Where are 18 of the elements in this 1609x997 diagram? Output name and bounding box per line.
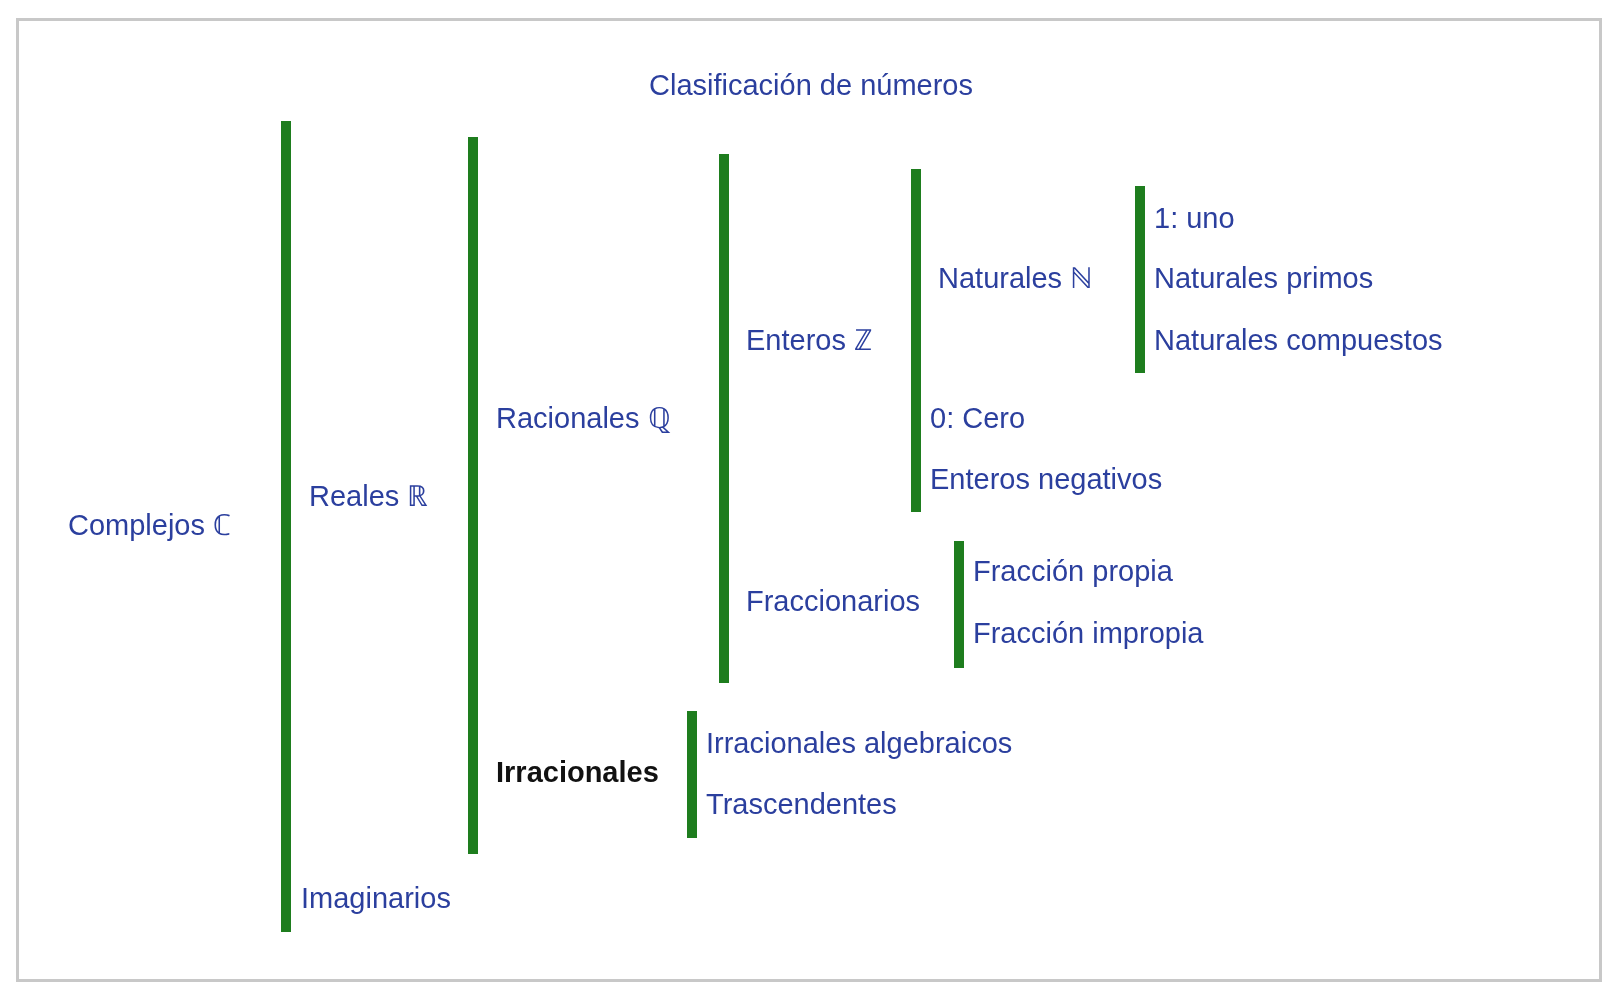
category-label: Enteros ℤ — [746, 323, 872, 357]
category-label: Imaginarios — [301, 881, 451, 915]
category-label: Naturales ℕ — [938, 261, 1094, 295]
category-label: Racionales ℚ — [496, 401, 671, 435]
category-label: Fraccionarios — [746, 584, 921, 618]
category-label: Irracionales algebraicos — [706, 726, 1013, 760]
category-label: 1: uno — [1154, 201, 1235, 235]
category-label: Naturales primos — [1154, 261, 1374, 295]
category-label: Complejos ℂ — [68, 508, 232, 542]
category-label: Fracción impropia — [973, 616, 1204, 650]
category-label: Fracción propia — [973, 554, 1173, 588]
category-label: Reales ℝ — [309, 479, 429, 513]
category-label: Irracionales — [496, 755, 659, 789]
category-label: 0: Cero — [930, 401, 1026, 435]
category-label: Trascendentes — [706, 787, 897, 821]
title: Clasificación de números — [649, 68, 973, 102]
category-label: Naturales compuestos — [1154, 323, 1443, 357]
category-label: Enteros negativos — [930, 462, 1163, 496]
